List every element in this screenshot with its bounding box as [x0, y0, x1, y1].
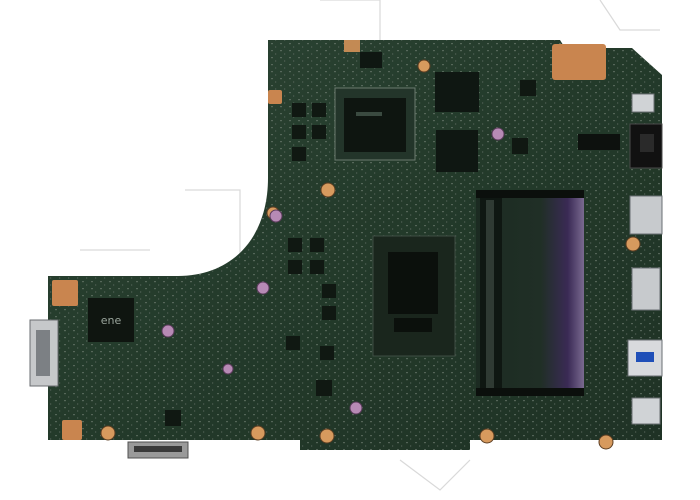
memory-chip	[436, 130, 478, 172]
top-tab	[344, 40, 360, 52]
sata-connector	[29, 319, 59, 387]
memory-chip	[360, 52, 382, 68]
screw-hole	[250, 425, 266, 441]
capacitors	[161, 127, 505, 415]
io-connectors	[578, 93, 663, 425]
ec-chip: ene	[88, 298, 134, 342]
memory-chip	[435, 72, 479, 112]
ram-slot	[476, 190, 584, 396]
screw-hole	[625, 236, 641, 252]
screw-hole	[319, 428, 335, 444]
power-components	[165, 80, 536, 426]
usb-port	[627, 339, 663, 377]
audio-jack	[631, 397, 661, 425]
screw-hole	[479, 428, 495, 444]
screw-hole	[598, 434, 614, 450]
lan-chip	[578, 134, 620, 150]
dc-jack	[631, 93, 655, 113]
flex-connector	[127, 441, 189, 459]
cpu-chip	[372, 235, 456, 357]
gpu-chip	[334, 87, 416, 161]
screw-hole	[417, 59, 431, 73]
copper-pad	[62, 420, 82, 440]
hdmi-port	[629, 195, 663, 235]
ec-chip-marking: ene	[101, 314, 122, 327]
copper-pad	[268, 90, 282, 104]
copper-pad	[552, 44, 606, 80]
mounting-pads	[52, 44, 606, 440]
usb-port	[631, 267, 661, 311]
screw-hole	[320, 182, 336, 198]
vram-chips	[360, 52, 479, 172]
copper-pad	[52, 280, 78, 306]
screw-hole	[100, 425, 116, 441]
